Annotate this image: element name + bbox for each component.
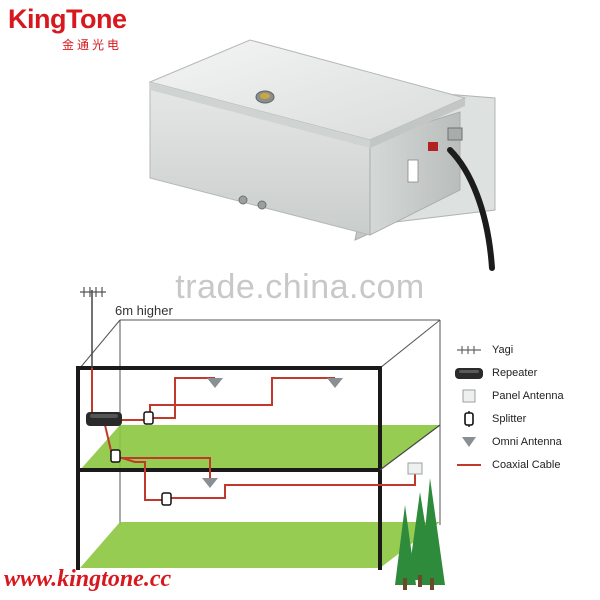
omni-antenna-icon — [452, 432, 486, 452]
panel-antenna-wall — [407, 462, 423, 475]
brand-logo-chinese: 金通光电 — [62, 38, 123, 52]
coaxial-cable-icon — [452, 455, 486, 475]
legend-item-repeater: Repeater — [452, 361, 597, 384]
coaxial-cable-routing — [91, 368, 416, 501]
splitter-lower — [161, 492, 172, 506]
legend-item-omni-antenna: Omni Antenna — [452, 430, 597, 453]
diagram-legend: Yagi Repeater Panel Antenna Splitter — [452, 338, 597, 476]
omni-antennas — [202, 378, 343, 488]
trees — [395, 478, 445, 590]
repeater-product-photo — [148, 39, 496, 271]
repeater-unit — [86, 412, 122, 426]
building-diagram — [76, 287, 445, 590]
brand-website[interactable]: www.kingtone.cc — [4, 566, 172, 592]
watermark: trade.china.com — [175, 268, 425, 306]
panel-antenna-icon — [452, 386, 486, 406]
brand-logo: KingTone — [8, 4, 127, 34]
legend-item-coaxial-cable: Coaxial Cable — [452, 453, 597, 476]
splitter-upper — [143, 411, 154, 425]
legend-item-splitter: Splitter — [452, 407, 597, 430]
yagi-icon — [452, 340, 486, 360]
roof-yagi-antenna — [80, 287, 106, 297]
legend-item-yagi: Yagi — [452, 338, 597, 361]
splitter-icon — [452, 409, 486, 429]
splitter-middle — [110, 449, 121, 463]
repeater-icon — [452, 363, 486, 383]
height-annotation: 6m higher — [115, 303, 173, 318]
floor-slab-upper — [80, 425, 440, 470]
floor-slab-lower — [80, 522, 440, 568]
legend-item-panel-antenna: Panel Antenna — [452, 384, 597, 407]
